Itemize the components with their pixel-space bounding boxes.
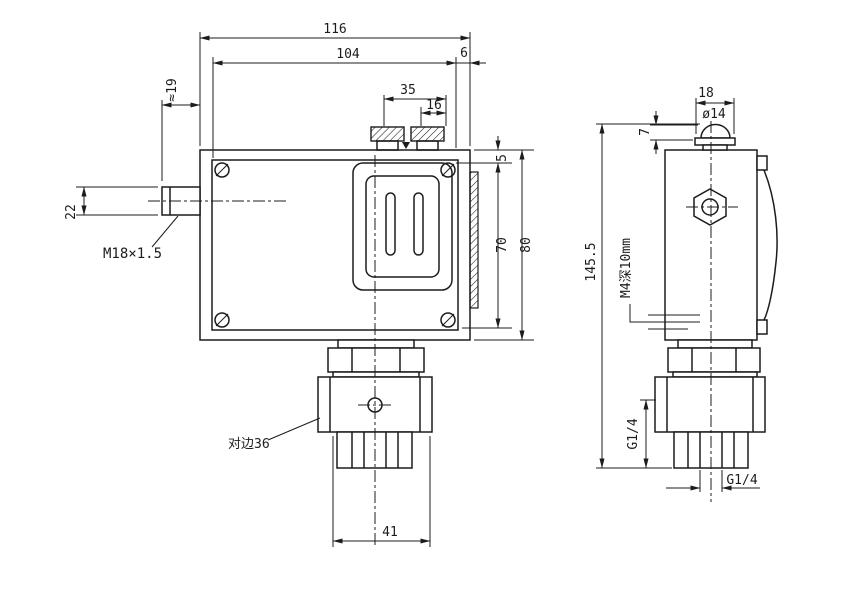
dim-41-label: 41 bbox=[382, 525, 398, 540]
mount-tab bbox=[756, 155, 768, 171]
dim-5-label: 5 bbox=[495, 154, 510, 162]
side-top-cap bbox=[694, 123, 736, 151]
dim-7-label: 7 bbox=[638, 128, 653, 136]
terminal-screw-neck bbox=[376, 140, 399, 151]
dim-80-label: 80 bbox=[519, 237, 534, 253]
port-bottom-label: G1/4 bbox=[726, 473, 757, 488]
dim-16-label: 16 bbox=[426, 98, 442, 113]
side-dimensions: 18 ø14 7 145.5 M4深10mm G1/4 bbox=[584, 86, 760, 492]
front-dimensions: 116 104 6 35 16 ≈19 22 bbox=[64, 22, 534, 547]
dim-104-label: 104 bbox=[336, 47, 360, 62]
front-housing bbox=[199, 149, 479, 341]
side-view: 18 ø14 7 145.5 M4深10mm G1/4 bbox=[584, 86, 778, 502]
vent-mark bbox=[402, 142, 410, 149]
dim-18-label: 18 bbox=[698, 86, 714, 101]
side-bottom-fitting bbox=[654, 339, 766, 469]
dim-145-5-label: 145.5 bbox=[584, 242, 599, 281]
dim-70-label: 70 bbox=[495, 237, 510, 253]
terminal-screw-head bbox=[410, 126, 445, 142]
terminal-screw-head bbox=[370, 126, 405, 142]
mount-tab bbox=[756, 319, 768, 335]
housing-outer bbox=[199, 149, 471, 341]
cover-outer bbox=[352, 162, 453, 291]
dim-35-label: 35 bbox=[400, 83, 416, 98]
cover-inner bbox=[365, 175, 440, 278]
cover-slot bbox=[385, 192, 396, 256]
side-centerlines bbox=[686, 121, 738, 502]
bracket-curve bbox=[763, 169, 778, 321]
tapped-hole-label: M4深10mm bbox=[619, 238, 634, 298]
front-centerlines bbox=[148, 155, 392, 545]
thread-spec-label: M18×1.5 bbox=[103, 246, 162, 262]
front-terminal-screws bbox=[370, 126, 445, 151]
front-view: 116 104 6 35 16 ≈19 22 bbox=[64, 22, 534, 547]
side-gasket bbox=[469, 171, 479, 309]
dim-22-label: 22 bbox=[64, 204, 79, 220]
port-side-label: G1/4 bbox=[626, 418, 641, 449]
front-cover bbox=[352, 162, 453, 291]
hex-flats-label: 对边36 bbox=[228, 437, 270, 452]
terminal-screw-neck bbox=[416, 140, 439, 151]
cover-slot bbox=[413, 192, 424, 256]
dim-6-label: 6 bbox=[460, 46, 468, 61]
dim-dia14-label: ø14 bbox=[702, 107, 726, 122]
corner-screw-icon bbox=[214, 162, 456, 328]
side-housing bbox=[664, 149, 778, 341]
dim-116-label: 116 bbox=[323, 22, 346, 37]
dim-approx19-label: ≈19 bbox=[165, 78, 180, 101]
housing-inner bbox=[211, 159, 459, 331]
